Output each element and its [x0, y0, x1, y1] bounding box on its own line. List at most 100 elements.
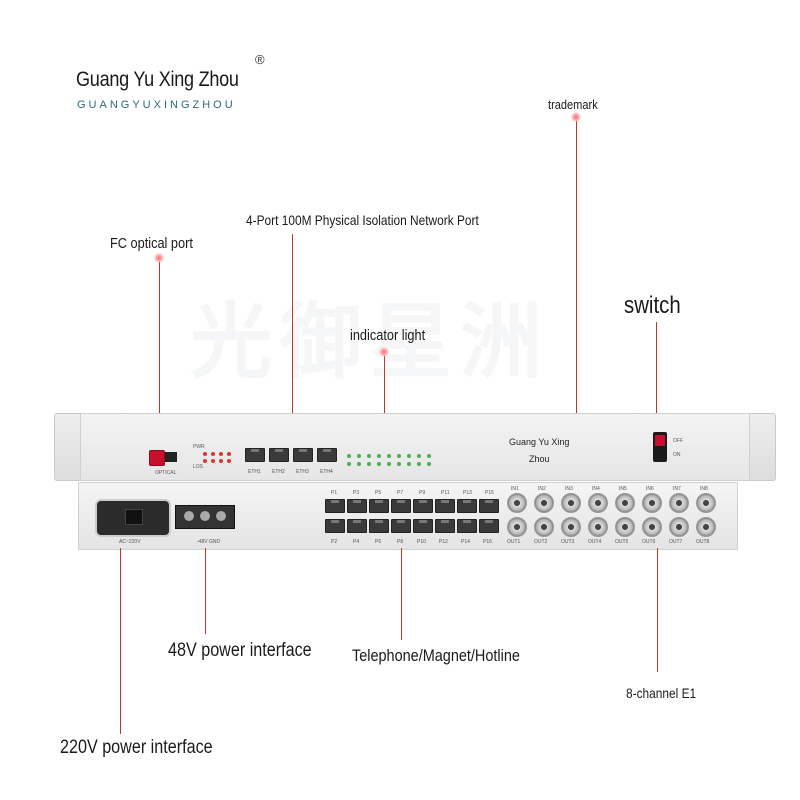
- led-los-label: LOS: [193, 464, 204, 470]
- e1-out-label: OUT1: [507, 539, 521, 545]
- line-switch: [656, 322, 657, 432]
- indicator-led: [367, 462, 371, 466]
- phone-port[interactable]: [413, 499, 433, 513]
- fc-optical-connector: [165, 452, 177, 462]
- phone-label: P5: [375, 490, 382, 496]
- dot-fc-port: [154, 253, 164, 263]
- phone-port[interactable]: [391, 499, 411, 513]
- indicator-led: [397, 454, 401, 458]
- phone-port[interactable]: [457, 499, 477, 513]
- front-logo-line1: Guang Yu Xing: [509, 437, 570, 447]
- e1-out-bnc[interactable]: [696, 517, 716, 537]
- watermark: 光御星洲: [190, 295, 551, 390]
- fc-optical-port[interactable]: [149, 450, 165, 466]
- indicator-led: [427, 454, 431, 458]
- eth4-label: ETH4: [320, 469, 333, 475]
- callout-switch: switch: [624, 292, 681, 319]
- terminal-screw: [216, 511, 226, 521]
- e1-in-label: IN1: [511, 486, 519, 492]
- e1-in-bnc[interactable]: [615, 493, 635, 513]
- eth4-port[interactable]: [317, 448, 337, 462]
- e1-out-label: OUT3: [561, 539, 575, 545]
- e1-in-bnc[interactable]: [534, 493, 554, 513]
- dc-label: -48V GND: [197, 539, 221, 545]
- e1-out-bnc[interactable]: [669, 517, 689, 537]
- e1-out-label: OUT8: [696, 539, 710, 545]
- phone-port[interactable]: [325, 519, 345, 533]
- e1-in-label: IN8: [700, 486, 708, 492]
- e1-in-bnc[interactable]: [669, 493, 689, 513]
- phone-label: P1: [331, 490, 338, 496]
- e1-in-label: IN3: [565, 486, 573, 492]
- phone-port[interactable]: [435, 499, 455, 513]
- line-power220: [120, 548, 121, 734]
- phone-port[interactable]: [413, 519, 433, 533]
- line-network-port: [292, 234, 293, 444]
- e1-out-label: OUT7: [669, 539, 683, 545]
- e1-out-bnc[interactable]: [588, 517, 608, 537]
- callout-indicator: indicator light: [350, 327, 426, 344]
- line-power48: [205, 548, 206, 634]
- e1-out-label: OUT6: [642, 539, 656, 545]
- callout-network-port: 4-Port 100M Physical Isolation Network P…: [246, 212, 479, 228]
- e1-out-label: OUT5: [615, 539, 629, 545]
- line-telephone: [401, 548, 402, 640]
- indicator-led: [387, 454, 391, 458]
- phone-port[interactable]: [369, 519, 389, 533]
- e1-out-bnc[interactable]: [642, 517, 662, 537]
- power-switch[interactable]: [653, 432, 667, 462]
- power-switch-rocker: [655, 435, 665, 446]
- e1-in-bnc[interactable]: [642, 493, 662, 513]
- e1-out-bnc[interactable]: [561, 517, 581, 537]
- line-e1: [657, 548, 658, 672]
- dot-indicator: [379, 347, 389, 357]
- switch-off-label: OFF: [673, 438, 683, 444]
- line-fc-port: [159, 258, 160, 453]
- indicator-led: [417, 462, 421, 466]
- eth2-label: ETH2: [272, 469, 285, 475]
- phone-label: P14: [461, 539, 470, 545]
- indicator-led: [347, 462, 351, 466]
- led-6: [227, 459, 231, 463]
- phone-port[interactable]: [479, 499, 499, 513]
- phone-port[interactable]: [435, 519, 455, 533]
- phone-port[interactable]: [457, 519, 477, 533]
- e1-out-bnc[interactable]: [615, 517, 635, 537]
- indicator-led: [417, 454, 421, 458]
- e1-in-bnc[interactable]: [696, 493, 716, 513]
- indicator-led: [377, 462, 381, 466]
- phone-port[interactable]: [479, 519, 499, 533]
- callout-power48: 48V power interface: [168, 640, 312, 661]
- line-indicator: [384, 352, 385, 448]
- ac-power-socket[interactable]: [95, 499, 171, 537]
- phone-label: P3: [353, 490, 360, 496]
- e1-in-label: IN4: [592, 486, 600, 492]
- phone-port[interactable]: [347, 519, 367, 533]
- phone-port[interactable]: [347, 499, 367, 513]
- led-pwr: [203, 452, 207, 456]
- callout-telephone: Telephone/Magnet/Hotline: [352, 646, 520, 665]
- brand-name: Guang Yu Xing Zhou: [76, 68, 239, 91]
- phone-label: P11: [441, 490, 450, 496]
- e1-in-label: IN5: [619, 486, 627, 492]
- phone-port[interactable]: [391, 519, 411, 533]
- phone-label: P8: [397, 539, 404, 545]
- line-trademark: [576, 116, 577, 431]
- e1-out-bnc[interactable]: [507, 517, 527, 537]
- phone-label: P16: [483, 539, 492, 545]
- e1-out-bnc[interactable]: [534, 517, 554, 537]
- eth2-port[interactable]: [269, 448, 289, 462]
- indicator-led: [397, 462, 401, 466]
- phone-port[interactable]: [369, 499, 389, 513]
- e1-in-bnc[interactable]: [507, 493, 527, 513]
- switch-on-label: ON: [673, 452, 681, 458]
- dc-power-terminal[interactable]: [175, 505, 235, 529]
- indicator-led: [427, 462, 431, 466]
- rear-panel: AC~220V -48V GND P1 P3 P5 P7 P9 P11 P13 …: [78, 482, 738, 550]
- e1-in-bnc[interactable]: [588, 493, 608, 513]
- eth3-port[interactable]: [293, 448, 313, 462]
- e1-in-bnc[interactable]: [561, 493, 581, 513]
- phone-label: P13: [463, 490, 472, 496]
- eth1-port[interactable]: [245, 448, 265, 462]
- phone-port[interactable]: [325, 499, 345, 513]
